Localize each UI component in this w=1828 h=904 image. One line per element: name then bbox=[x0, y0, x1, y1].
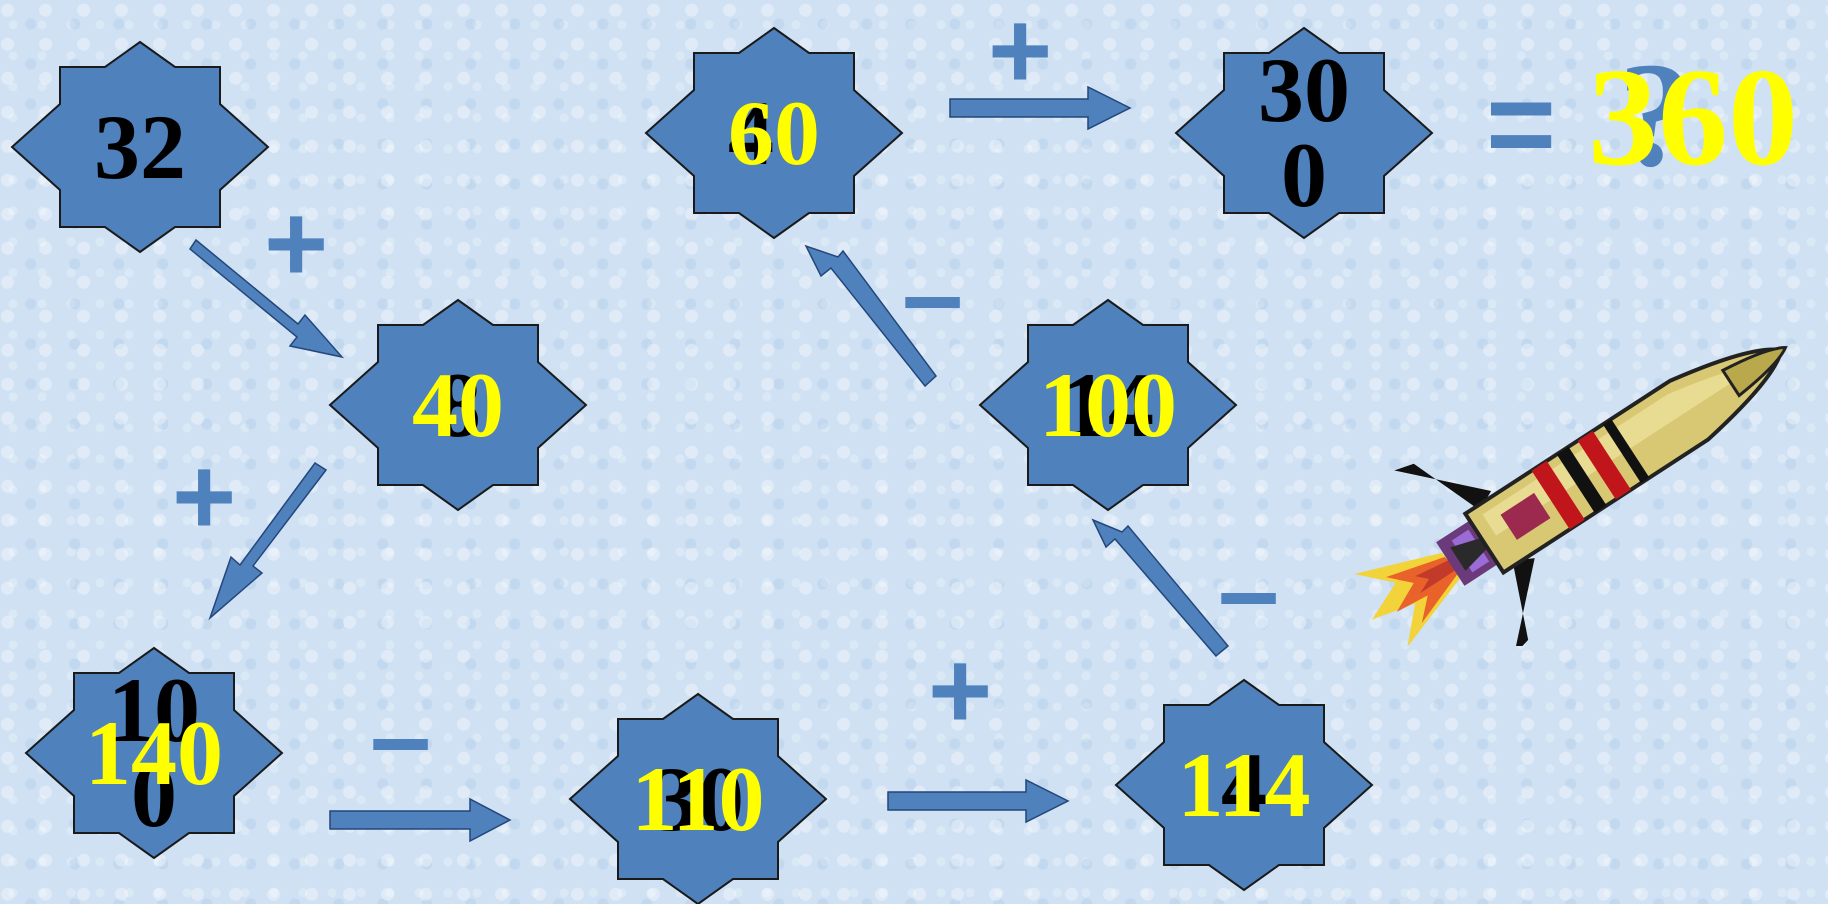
star-old-number: 14 bbox=[1062, 354, 1154, 456]
star-old-number: 32 bbox=[94, 96, 186, 198]
star-d: 30 110 bbox=[568, 692, 828, 904]
rocket-icon bbox=[1354, 346, 1788, 646]
star-shape bbox=[10, 40, 270, 254]
star-shape bbox=[1174, 26, 1434, 240]
operator-plus: + bbox=[928, 629, 993, 752]
operator-minus: – bbox=[370, 675, 432, 798]
operator-minus: – bbox=[902, 233, 964, 356]
star-new-number: 110 bbox=[631, 748, 765, 850]
star-b: 8 40 bbox=[328, 298, 588, 512]
arrow-a-to-b bbox=[188, 238, 345, 359]
operator-plus: + bbox=[172, 435, 237, 558]
star-old-number-line2: 0 bbox=[131, 744, 177, 846]
star-shape bbox=[568, 692, 828, 904]
operator-minus: – bbox=[1218, 529, 1280, 652]
star-new-number: 140 bbox=[85, 702, 223, 804]
star-old-number-line1: 10 bbox=[108, 659, 200, 762]
arrow-d-to-e bbox=[887, 778, 1070, 824]
answer-number: 360 bbox=[1588, 40, 1798, 195]
star-e: 4 114 bbox=[1114, 678, 1374, 892]
star-old-number-line1: 30 bbox=[1258, 39, 1350, 142]
star-h: 30 0 bbox=[1174, 26, 1434, 240]
star-new-number: 114 bbox=[1177, 734, 1311, 836]
star-old-number: 10 0 bbox=[24, 648, 284, 858]
star-old-number: 8 bbox=[435, 354, 481, 456]
rocket-flames bbox=[1354, 552, 1463, 646]
arrow-c-to-d bbox=[329, 797, 512, 843]
arrow-b-to-c bbox=[208, 461, 328, 621]
star-shape bbox=[24, 646, 284, 860]
star-old-number: 30 0 bbox=[1174, 28, 1434, 238]
star-new-number: 100 bbox=[1039, 354, 1177, 456]
arrow-e-to-f bbox=[1091, 518, 1230, 658]
star-f: 14 100 bbox=[978, 298, 1238, 512]
star-old-number-line2: 0 bbox=[1281, 124, 1327, 226]
star-new-number: 40 bbox=[412, 354, 504, 456]
operator-plus: + bbox=[264, 182, 329, 305]
star-shape bbox=[328, 298, 588, 512]
star-old-number: 40 bbox=[728, 82, 820, 184]
star-shape bbox=[644, 26, 904, 240]
arrow-f-to-g bbox=[804, 244, 938, 388]
question-mark: ? bbox=[1618, 32, 1693, 198]
star-shape bbox=[978, 298, 1238, 512]
star-new-number: 60 bbox=[728, 82, 820, 184]
operator-plus: + bbox=[988, 0, 1053, 112]
equals-sign: = bbox=[1486, 57, 1557, 191]
arrow-g-to-h bbox=[949, 85, 1132, 131]
star-a: 32 bbox=[10, 40, 270, 254]
star-c: 10 0 140 bbox=[24, 646, 284, 860]
star-old-number: 30 bbox=[652, 748, 744, 850]
star-g: 40 60 bbox=[644, 26, 904, 240]
star-old-number: 4 bbox=[1221, 734, 1267, 836]
star-shape bbox=[1114, 678, 1374, 892]
